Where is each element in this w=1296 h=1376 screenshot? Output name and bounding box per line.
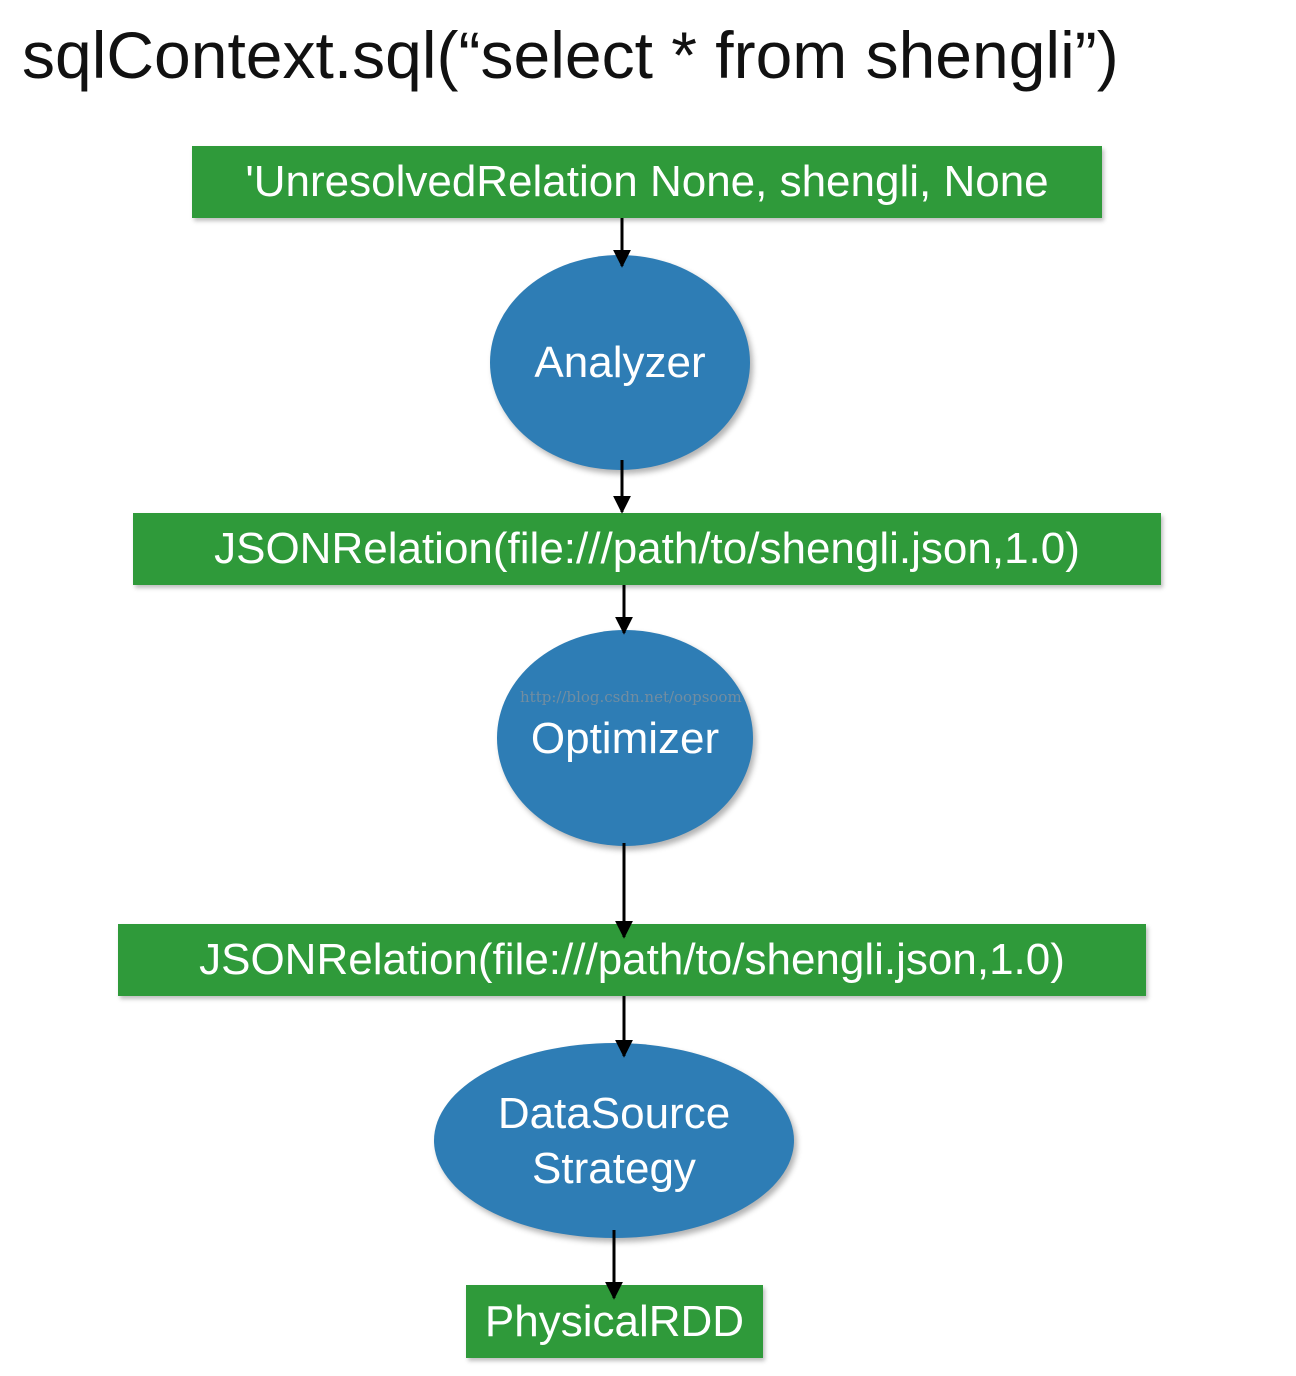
json-relation-label-2: JSONRelation(file:///path/to/shengli.jso… — [199, 935, 1065, 984]
physicalrdd-box: PhysicalRDD — [466, 1285, 763, 1358]
analyzer-label: Analyzer — [534, 338, 706, 387]
json-relation-box-2: JSONRelation(file:///path/to/shengli.jso… — [118, 924, 1146, 996]
optimizer-node: Optimizer — [497, 630, 753, 846]
json-relation-label-1: JSONRelation(file:///path/to/shengli.jso… — [214, 524, 1080, 573]
unresolved-relation-label: 'UnresolvedRelation None, shengli, None — [245, 157, 1049, 206]
page-title: sqlContext.sql(“select * from shengli”) — [22, 18, 1119, 92]
physicalrdd-label: PhysicalRDD — [484, 1296, 745, 1346]
datasource-strategy-node: DataSource Strategy — [434, 1043, 794, 1238]
unresolved-relation-box: 'UnresolvedRelation None, shengli, None — [192, 146, 1102, 218]
optimizer-label: Optimizer — [530, 713, 720, 763]
datasource-strategy-label: DataSource Strategy — [497, 1088, 731, 1193]
analyzer-node: Analyzer — [490, 255, 750, 470]
watermark: http://blog.csdn.net/oopsoom — [520, 688, 742, 706]
json-relation-box-1: JSONRelation(file:///path/to/shengli.jso… — [133, 513, 1161, 585]
